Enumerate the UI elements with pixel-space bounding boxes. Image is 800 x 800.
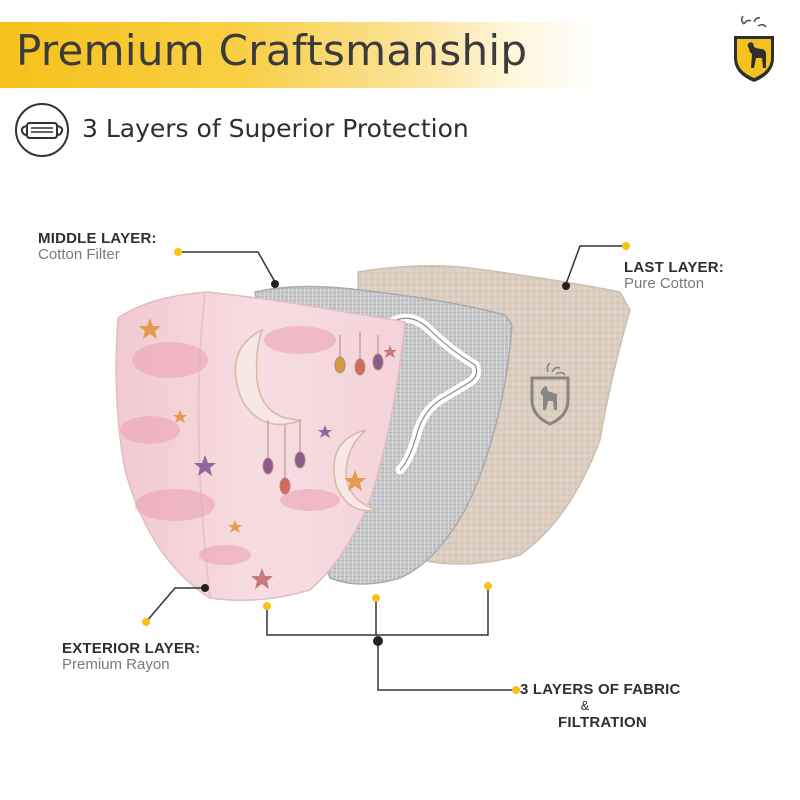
moon-decor <box>234 328 379 512</box>
callout-lines <box>145 245 626 691</box>
middle-layer-detail: Cotton Filter <box>38 246 120 263</box>
fabric-label: 3 LAYERS OF FABRIC & FILTRATION <box>520 681 720 731</box>
cloud-decor <box>120 326 340 565</box>
subtitle-text: 3 Layers of Superior Protection <box>82 114 469 143</box>
fawn-shield-logo-icon <box>734 15 774 82</box>
fabric-heading: 3 LAYERS OF FABRIC <box>520 681 681 698</box>
face-mask-icon <box>15 103 69 157</box>
fabric-ampersand: & <box>580 698 590 713</box>
middle-layer-heading: MIDDLE LAYER: <box>38 230 157 247</box>
last-layer-detail: Pure Cotton <box>624 275 705 292</box>
page-title: Premium Craftsmanship <box>16 26 528 75</box>
drop-decor <box>262 332 384 495</box>
exterior-layer-heading: EXTERIOR LAYER: <box>62 640 201 657</box>
exterior-layer-detail: Premium Rayon <box>62 656 170 673</box>
header-banner: Premium Craftsmanship <box>0 22 800 88</box>
callout-dots <box>142 242 630 694</box>
middle-layer-label: MIDDLE LAYER: Cotton Filter <box>38 230 157 262</box>
last-layer-logo <box>530 362 570 426</box>
last-layer-heading: LAST LAYER: <box>624 259 724 276</box>
exterior-layer-label: EXTERIOR LAYER: Premium Rayon <box>62 640 200 672</box>
subtitle-row: 3 Layers of Superior Protection <box>14 102 614 158</box>
fabric-subheading: FILTRATION <box>558 714 647 731</box>
star-decor <box>139 318 397 589</box>
last-layer-label: LAST LAYER: Pure Cotton <box>624 259 724 291</box>
